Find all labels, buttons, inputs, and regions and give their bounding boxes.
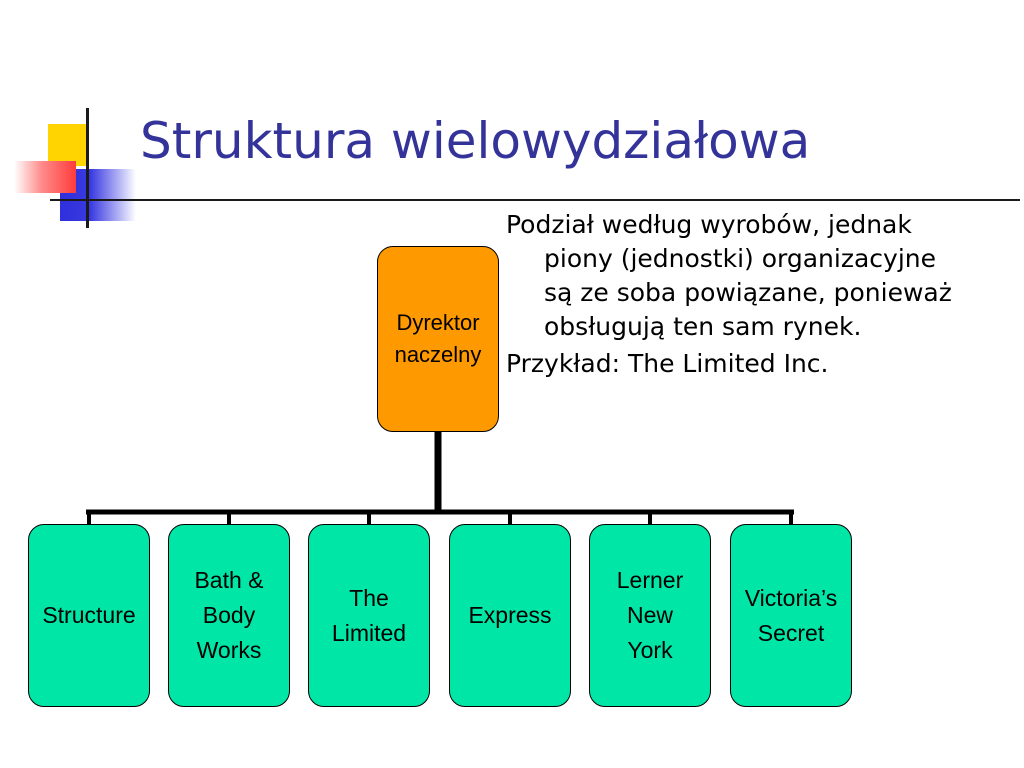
- paragraph-example: Przykład: The Limited Inc.: [506, 349, 829, 378]
- yellow-square-decoration: [48, 124, 88, 166]
- paragraph-description: Podział według wyrobów, jednak piony (je…: [506, 210, 952, 341]
- vertical-rule-decoration: [86, 108, 89, 228]
- org-node-victorias-secret[interactable]: Victoria’s Secret: [730, 524, 852, 707]
- org-node-structure[interactable]: Structure: [28, 524, 150, 707]
- slide-title: Struktura wielowydziałowa: [140, 112, 811, 170]
- slide-body-text: Podział według wyrobów, jednak piony (je…: [506, 208, 956, 381]
- org-node-bath-body-works[interactable]: Bath & Body Works: [168, 524, 290, 707]
- org-node-lerner-new-york[interactable]: Lerner New York: [589, 524, 711, 707]
- org-node-director[interactable]: Dyrektor naczelny: [377, 246, 499, 432]
- org-node-express[interactable]: Express: [449, 524, 571, 707]
- title-underline: [50, 199, 1020, 201]
- red-square-decoration: [14, 161, 76, 193]
- org-node-the-limited[interactable]: The Limited: [308, 524, 430, 707]
